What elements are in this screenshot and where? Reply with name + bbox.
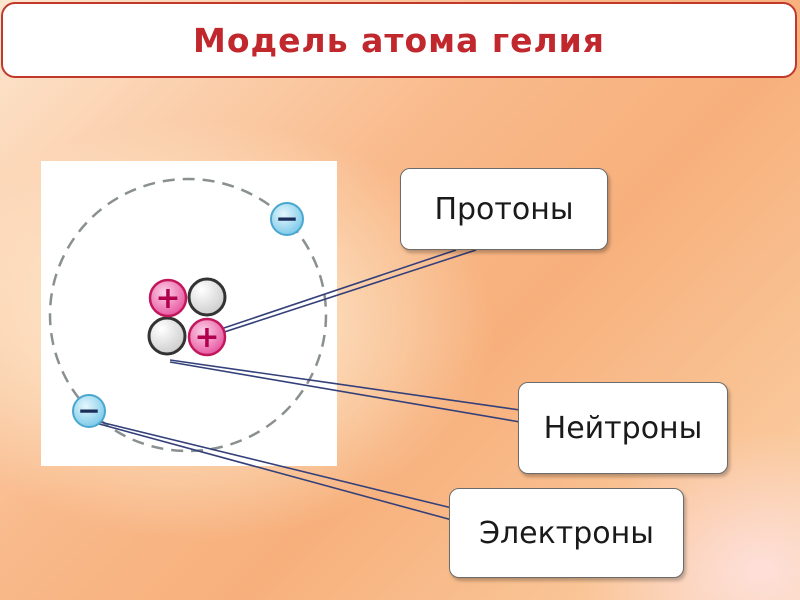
proton xyxy=(148,278,188,318)
protons-label-text: Протоны xyxy=(434,191,574,227)
title-banner: Модель атома гелия xyxy=(1,2,797,78)
proton xyxy=(187,317,227,357)
electron xyxy=(72,394,106,428)
protons-leader-line-2 xyxy=(211,249,477,337)
electrons-label-text: Электроны xyxy=(479,515,654,551)
neutron xyxy=(147,316,187,356)
page-title: Модель атома гелия xyxy=(193,20,605,60)
neutrons-leader-line-2 xyxy=(169,361,521,423)
electron-minus-symbol: − xyxy=(275,202,298,235)
proton-plus-symbol: + xyxy=(194,320,219,355)
protons-label: Протоны xyxy=(400,168,608,250)
nucleus: + + xyxy=(147,277,227,357)
proton-plus-symbol: + xyxy=(155,281,180,316)
neutrons-leader-line xyxy=(169,359,521,411)
electrons-leader-line-2 xyxy=(91,421,453,521)
neutron xyxy=(187,277,227,317)
electrons-label: Электроны xyxy=(449,488,684,578)
neutrons-label-text: Нейтроны xyxy=(543,410,703,446)
protons-leader-line xyxy=(211,249,457,333)
electrons-leader-line xyxy=(91,419,453,509)
electron-minus-symbol: − xyxy=(77,394,100,427)
electron xyxy=(270,202,304,236)
neutrons-label: Нейтроны xyxy=(518,382,728,474)
electron-orbit xyxy=(48,177,328,453)
